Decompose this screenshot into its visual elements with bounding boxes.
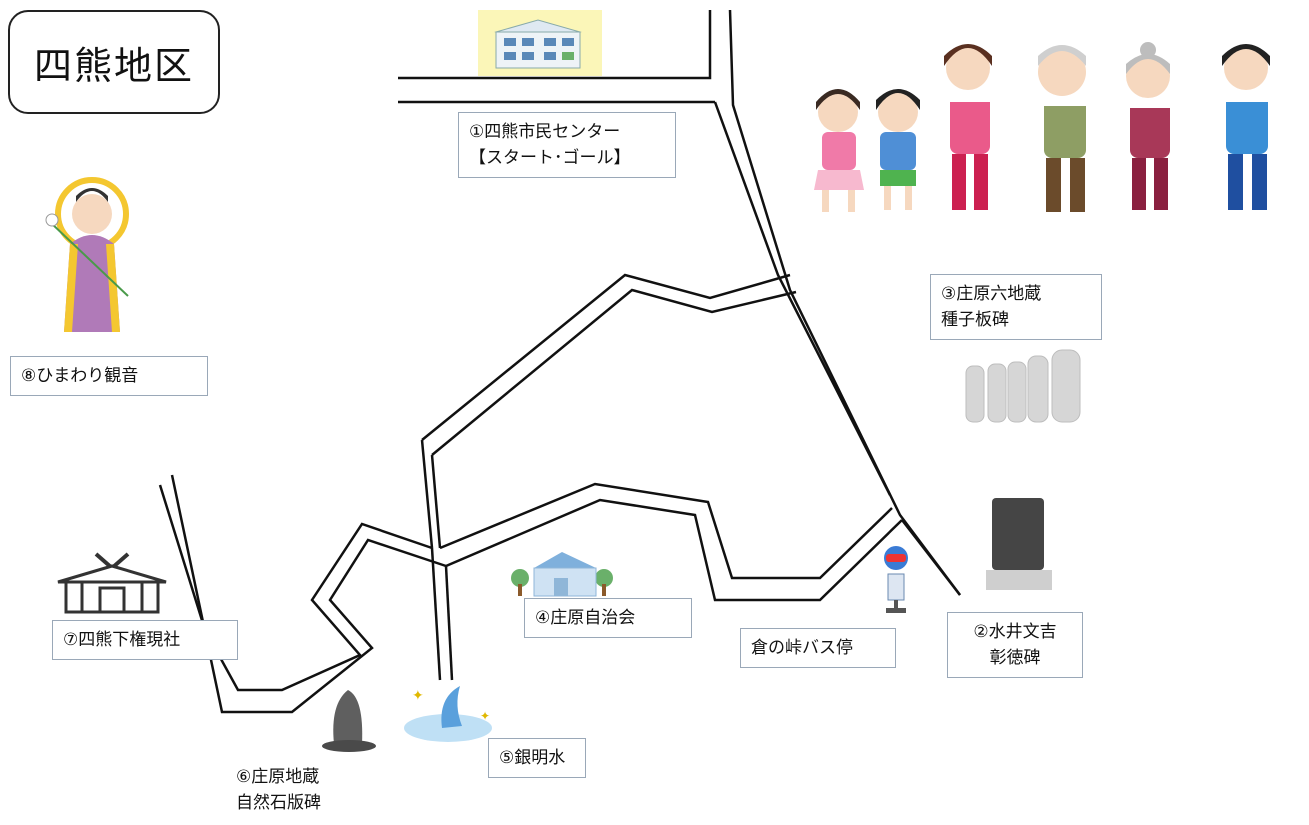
label-shobara-jizo[interactable]: ⑥庄原地蔵 自然石版碑 <box>226 758 364 822</box>
jizo-stones-icon <box>965 349 1081 423</box>
area-title: 四熊地区 <box>8 10 220 114</box>
bus-stop-sign-icon <box>884 546 908 613</box>
label-community-center-name: ①四熊市民センター <box>469 122 621 142</box>
road-spring-b <box>444 565 454 681</box>
label-bus-stop[interactable]: 倉の峠バス停 <box>740 628 896 668</box>
svg-text:✦: ✦ <box>412 688 424 704</box>
label-rokujizo-name: ③庄原六地蔵 <box>941 284 1042 304</box>
road-middle-b <box>445 498 903 602</box>
label-shobara-jizo-name: ⑥庄原地蔵 <box>236 767 320 787</box>
label-mizui-note: 彰徳碑 <box>989 648 1041 668</box>
road-main-west <box>713 101 892 496</box>
label-himawari-kannon[interactable]: ⑧ひまわり観音 <box>10 356 208 396</box>
label-community-center-note: 【スタート･ゴール】 <box>469 148 631 168</box>
label-ginmeisui[interactable]: ⑤銀明水 <box>488 738 586 778</box>
label-gongen-shrine[interactable]: ⑦四熊下権現社 <box>52 620 238 660</box>
label-rokujizo-note: 種子板碑 <box>941 310 1009 330</box>
label-mizui-name: ②水井文吉 <box>973 622 1057 642</box>
label-himawari-kannon-name: ⑧ひまわり観音 <box>21 366 139 386</box>
road-spring-a <box>430 547 442 681</box>
shrine-icon <box>57 552 167 614</box>
road-upper-connector <box>420 439 434 549</box>
spring-water-icon: ✦✦ <box>404 686 492 742</box>
road-middle-c <box>901 519 961 596</box>
label-shobara-hall-name: ④庄原自治会 <box>535 608 636 628</box>
label-gongen-shrine-name: ⑦四熊下権現社 <box>63 630 181 650</box>
road-middle-a <box>439 482 893 580</box>
label-bus-stop-name: 倉の峠バス停 <box>751 638 853 658</box>
road-upper-connector-b <box>430 454 442 549</box>
road-upper-branch-b <box>431 288 797 456</box>
kannon-statue-icon <box>45 177 129 332</box>
road-top-north <box>398 10 712 80</box>
label-ginmeisui-name: ⑤銀明水 <box>499 748 566 768</box>
community-center-building-icon <box>478 10 602 76</box>
community-hall-icon <box>511 552 613 597</box>
road-upper-branch-a <box>421 273 791 441</box>
label-shobara-jizo-note: 自然石版碑 <box>236 793 321 813</box>
svg-text:✦: ✦ <box>480 709 490 723</box>
label-shobara-hall[interactable]: ④庄原自治会 <box>524 598 692 638</box>
label-rokujizo[interactable]: ③庄原六地蔵 種子板碑 <box>930 274 1102 340</box>
jizo-stone-icon <box>322 690 376 752</box>
road-lower-b <box>170 474 447 714</box>
label-community-center[interactable]: ①四熊市民センター 【スタート･ゴール】 <box>458 112 676 178</box>
walking-group-icon <box>814 42 1270 212</box>
memorial-monument-icon <box>986 498 1052 590</box>
label-mizui-monument[interactable]: ②水井文吉 彰徳碑 <box>947 612 1083 678</box>
